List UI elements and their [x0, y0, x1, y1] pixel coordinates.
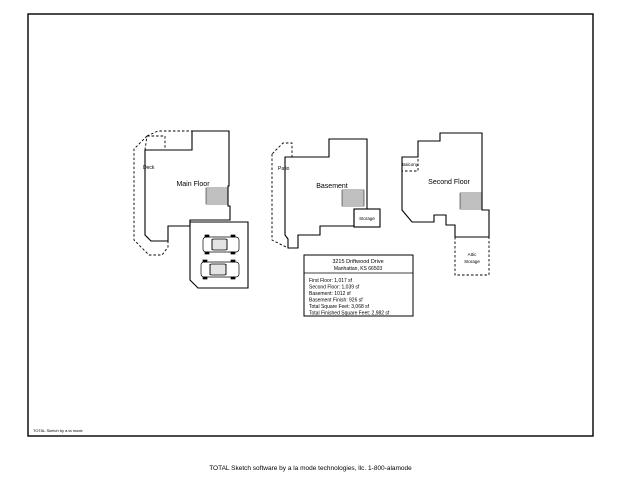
patio-outline: [271, 142, 293, 249]
page-border: [27, 13, 594, 437]
info-line-total-finished-square-feet: Total Finished Square Feet: 2,982 sf: [309, 311, 390, 317]
basement-stairs: [341, 189, 365, 207]
attic-storage-label-line1: Attic: [468, 252, 478, 257]
second-floor-stairs: [459, 192, 483, 210]
car-icon: [200, 259, 240, 280]
info-box: 3215 Driftwood Drive Manhattan, KS 66503…: [303, 254, 414, 317]
basement-storage-room: [353, 208, 381, 228]
info-line-first-floor: First Floor: 1,017 sf: [309, 278, 353, 284]
car-icon: [202, 234, 240, 255]
balcony-label: Balcony: [402, 162, 419, 167]
second-floor-outline: [401, 132, 490, 238]
deck-label: Deck: [143, 165, 155, 171]
info-line-second-floor: Second Floor: 1,039 sf: [309, 285, 360, 291]
basement-title: Basement: [316, 183, 348, 190]
info-line-basement: Basement: 1012 sf: [309, 291, 351, 297]
info-line-basement-finish: Basement Finish: 926 sf: [309, 298, 363, 304]
basement-storage-label: Storage: [359, 216, 375, 221]
software-note: TOTAL Sketch by a la mode: [33, 428, 84, 433]
basement-plan: Patio Basement Storage: [271, 138, 381, 249]
info-line-total-square-feet: Total Square Feet: 3,068 sf: [309, 304, 370, 310]
balcony-outline: [402, 156, 419, 172]
second-floor-plan: Balcony Second Floor Attic Storage: [401, 132, 490, 276]
garage-outline: [189, 221, 249, 289]
info-box-frame: [303, 254, 414, 317]
second-floor-title: Second Floor: [428, 179, 470, 186]
main-floor-title: Main Floor: [176, 181, 210, 188]
main-floor-stairs: [205, 187, 229, 205]
footer-text: TOTAL Sketch software by a la mode techn…: [209, 465, 412, 472]
info-address: 3215 Driftwood Drive: [332, 259, 383, 265]
main-floor-outline: [144, 130, 231, 242]
patio-label: Patio: [278, 166, 290, 172]
main-floor-plan: Deck Main Floor: [133, 130, 249, 289]
info-city-state-zip: Manhattan, KS 66503: [334, 266, 383, 272]
basement-outline: [284, 138, 368, 249]
attic-storage-outline: [454, 237, 490, 276]
attic-storage-label-line2: Storage: [464, 259, 480, 264]
